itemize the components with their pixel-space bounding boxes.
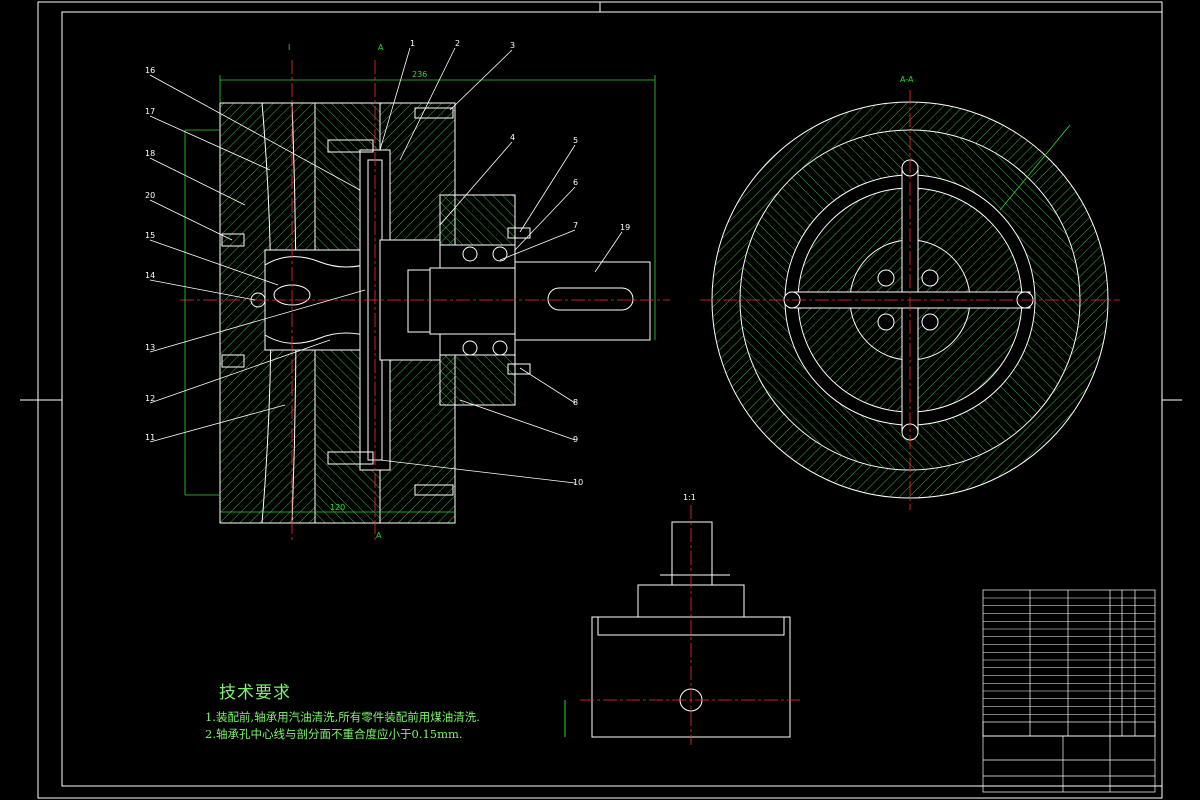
part-no: 13 (145, 343, 155, 352)
tech-req-title: 技术要求 (219, 683, 291, 703)
section-mark-top: A (378, 43, 384, 52)
dim-overall-width: 236 (412, 70, 427, 79)
part-no: 8 (573, 398, 578, 407)
view-label-aa: A-A (900, 75, 914, 84)
part-no: 11 (145, 433, 155, 442)
bom-row-lines (983, 597, 1155, 715)
part-no: 5 (573, 136, 578, 145)
tech-req-line-2: 2.轴承孔中心线与剖分面不重合度应小于0.15mm. (205, 727, 463, 741)
circular-side-view: A-A (700, 75, 1120, 510)
part-no: 7 (573, 221, 578, 230)
main-section-view: 236 120 A A I 1 (145, 39, 670, 540)
part-no: 1 (410, 39, 415, 48)
technical-requirements: 技术要求 1.装配前,轴承用汽油清洗,所有零件装配前用煤油清洗. 2.轴承孔中心… (205, 678, 480, 743)
part-no: 10 (573, 478, 583, 487)
part-no: 19 (620, 223, 630, 232)
part-no: 16 (145, 66, 155, 75)
dim-base-width: 120 (330, 503, 345, 512)
detail-scale: 1:1 (683, 493, 696, 502)
part-no: 12 (145, 394, 155, 403)
part-no: 3 (510, 41, 515, 50)
part-no: 17 (145, 107, 155, 116)
part-no: 14 (145, 271, 155, 280)
part-no: 9 (573, 435, 578, 444)
section-mark-bottom: A (376, 531, 382, 540)
part-no: 15 (145, 231, 155, 240)
part-no: 18 (145, 149, 155, 158)
inner-frame (61, 11, 1163, 787)
exterior-view: 1:1 (564, 493, 800, 745)
part-no: 2 (455, 39, 460, 48)
detail-mark: I (288, 43, 290, 52)
part-no: 6 (573, 178, 578, 187)
part-no: 4 (510, 133, 515, 142)
part-no: 20 (145, 191, 155, 200)
tech-req-line-1: 1.装配前,轴承用汽油清洗,所有零件装配前用煤油清洗. (205, 710, 480, 724)
title-block (982, 589, 1156, 793)
